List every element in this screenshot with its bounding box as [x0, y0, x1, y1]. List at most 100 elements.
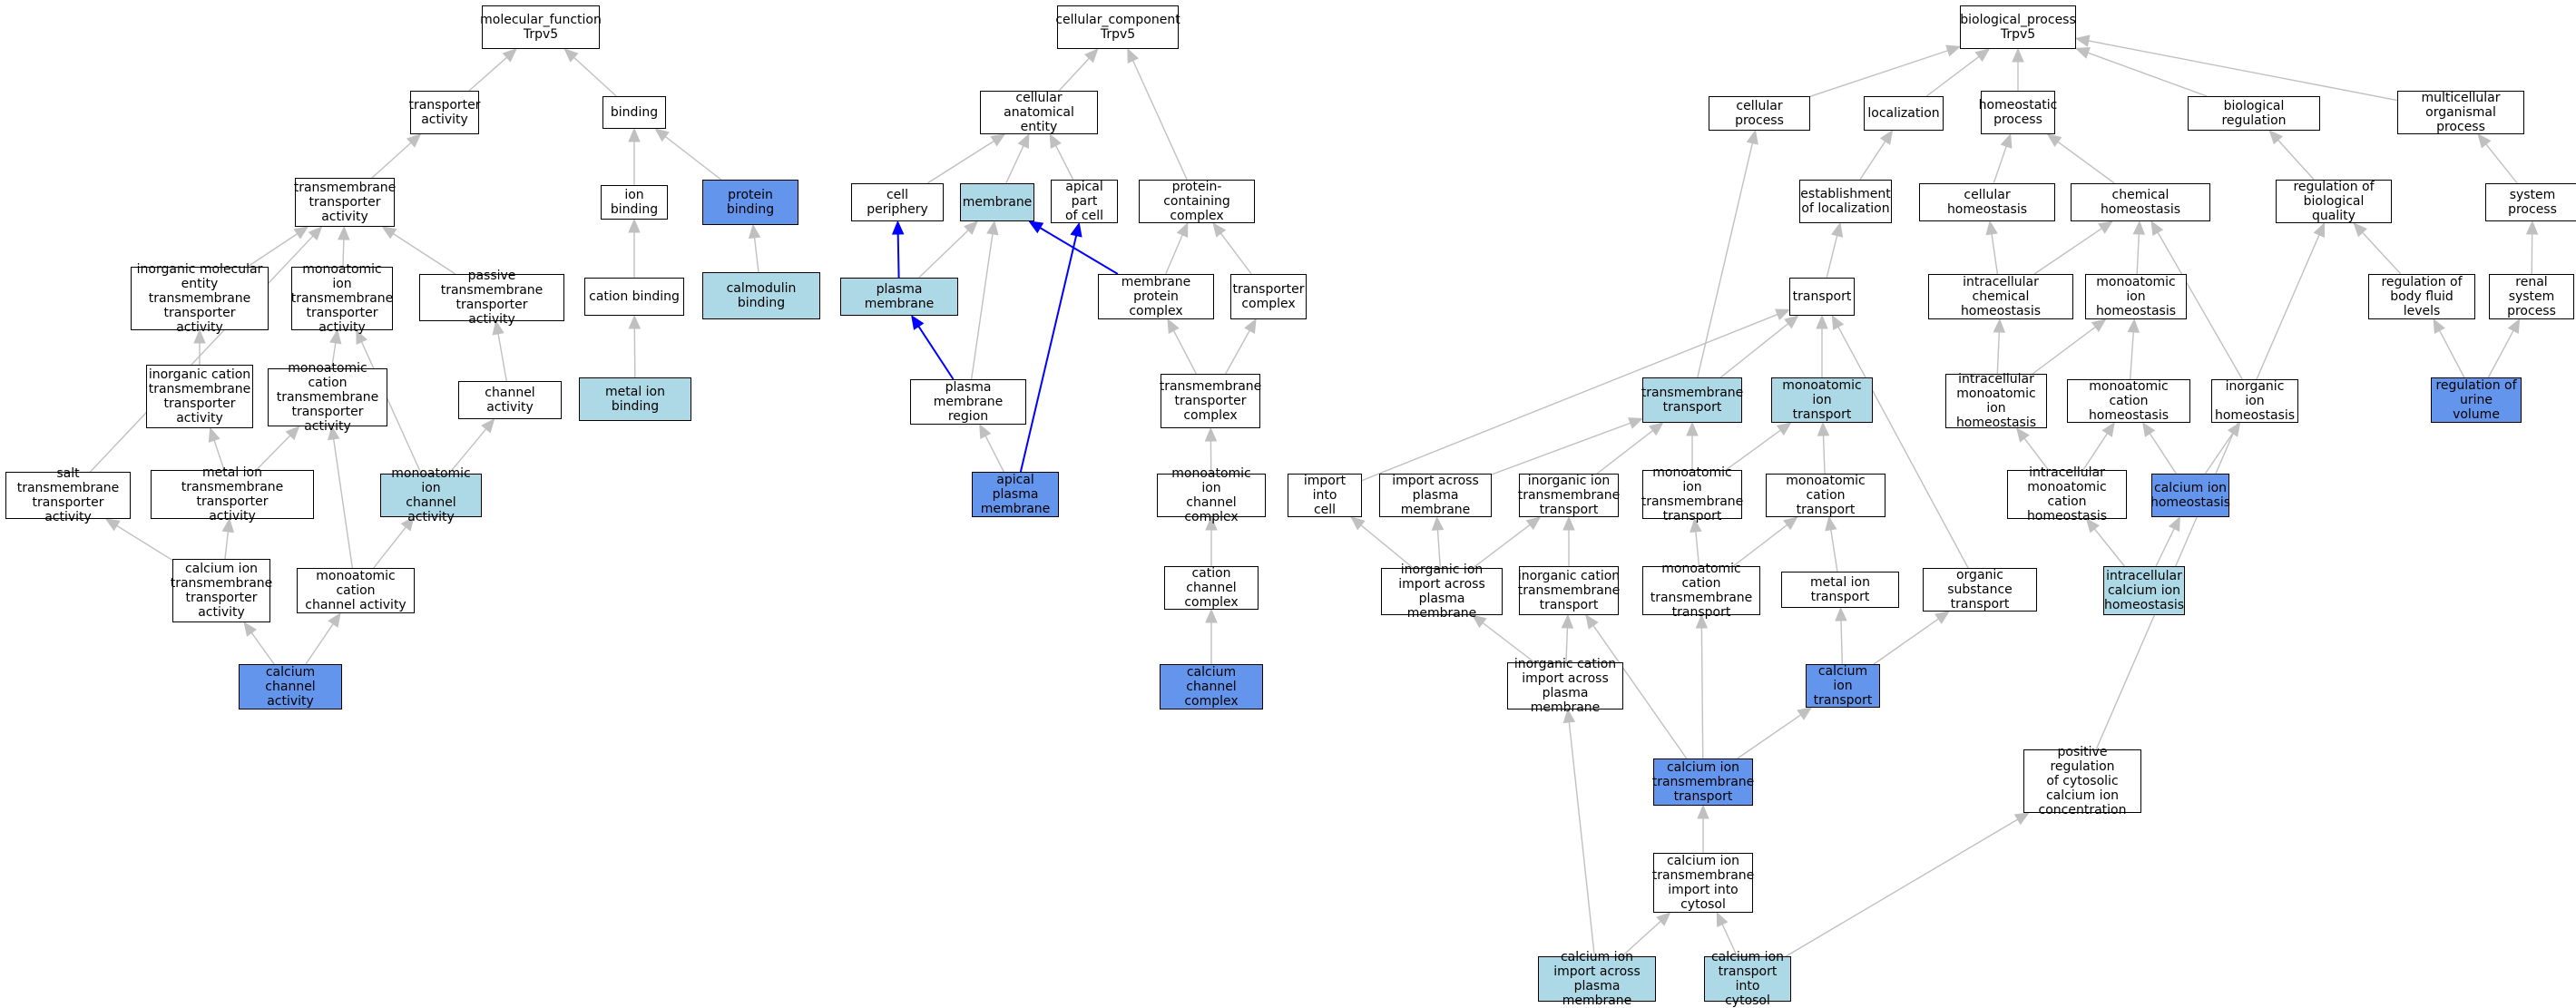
go-term-chemical-homeostasis[interactable]: chemical homeostasis: [2071, 183, 2210, 221]
go-term-biological-regulation[interactable]: biological regulation: [2188, 96, 2320, 131]
go-term-monoatomic-ion-channel-activity[interactable]: monoatomic ion channel activity: [380, 474, 482, 517]
go-term-calmodulin-binding[interactable]: calmodulin binding: [702, 272, 820, 319]
go-term-monoatomic-cation-homeostasis[interactable]: monoatomic cation homeostasis: [2067, 379, 2190, 423]
edge-line: [1726, 430, 1780, 470]
go-term-biological-process[interactable]: biological_process Trpv5: [1960, 5, 2076, 49]
edge-line: [374, 527, 406, 568]
edge-line: [2363, 232, 2401, 274]
go-term-inorganic-molecular-entity[interactable]: inorganic molecular entity transmembrane…: [131, 267, 269, 330]
go-term-binding[interactable]: binding: [602, 96, 666, 129]
go-term-calcium-ion-tm-transporter[interactable]: calcium ion transmembrane transporter ac…: [172, 559, 270, 622]
go-term-monoatomic-cation-tm-transport[interactable]: monoatomic cation transmembrane transpor…: [1642, 566, 1760, 615]
go-term-calcium-channel-activity[interactable]: calcium channel activity: [239, 664, 342, 710]
go-term-inorganic-cation-tm-transporter[interactable]: inorganic cation transmembrane transport…: [146, 365, 253, 428]
edge-line: [1992, 234, 1997, 274]
go-term-plasma-membrane-region[interactable]: plasma membrane region: [910, 379, 1026, 425]
go-term-plasma-membrane[interactable]: plasma membrane: [840, 278, 958, 316]
edge-line: [919, 230, 968, 278]
edge-arrowhead: [629, 316, 640, 328]
go-term-calcium-channel-complex[interactable]: calcium channel complex: [1160, 664, 1263, 710]
go-term-metal-ion-tm-transporter[interactable]: metal ion transmembrane transporter acti…: [151, 470, 314, 519]
go-term-apical-part-of-cell[interactable]: apical part of cell: [1051, 180, 1118, 223]
go-term-protein-binding[interactable]: protein binding: [702, 180, 798, 225]
go-term-cellular-component[interactable]: cellular_component Trpv5: [1057, 5, 1179, 49]
go-term-organic-substance-transport[interactable]: organic substance transport: [1923, 568, 2037, 612]
go-term-calcium-ion-tm-transport[interactable]: calcium ion transmembrane transport: [1653, 758, 1753, 806]
go-term-positive-regulation-cytosolic-calcium[interactable]: positive regulation of cytosolic calcium…: [2023, 749, 2141, 813]
edge-arrowhead: [1433, 517, 1444, 530]
edge-line: [306, 624, 333, 664]
edge-arrowhead: [2092, 319, 2106, 331]
go-term-monoatomic-ion-transport[interactable]: monoatomic ion transport: [1771, 377, 1873, 423]
go-term-import-into-cell[interactable]: import into cell: [1288, 474, 1362, 517]
go-term-monoatomic-ion-homeostasis[interactable]: monoatomic ion homeostasis: [2085, 274, 2187, 319]
go-term-cell-periphery[interactable]: cell periphery: [851, 183, 944, 221]
go-term-inorganic-cation-import-across-pm[interactable]: inorganic cation import across plasma me…: [1507, 662, 1623, 710]
go-term-calcium-ion-tm-import-into-cytosol[interactable]: calcium ion transmembrane import into cy…: [1653, 853, 1753, 913]
go-term-transporter-complex[interactable]: transporter complex: [1230, 274, 1307, 319]
go-term-passive-tm-transporter[interactable]: passive transmembrane transporter activi…: [419, 274, 564, 321]
edge-arrowhead: [2099, 221, 2112, 233]
go-term-monoatomic-cation-transport[interactable]: monoatomic cation transport: [1766, 474, 1885, 517]
edge-arrowhead: [294, 227, 308, 239]
edge-line: [2488, 330, 2513, 377]
go-term-intracellular-calcium-ion-homeostasis[interactable]: intracellular calcium ion homeostasis: [2103, 566, 2185, 615]
edge-arrowhead: [912, 316, 924, 329]
go-term-regulation-of-urine-volume[interactable]: regulation of urine volume: [2431, 377, 2522, 423]
go-term-inorganic-ion-tm-transport[interactable]: inorganic ion transmembrane transport: [1519, 474, 1619, 517]
go-term-inorganic-ion-import-across-pm[interactable]: inorganic ion import across plasma membr…: [1381, 568, 1503, 615]
go-term-cellular-anatomical-entity[interactable]: cellular anatomical entity: [980, 91, 1098, 134]
edge-arrowhead: [1975, 49, 1989, 61]
go-term-regulation-of-biological-quality[interactable]: regulation of biological quality: [2276, 180, 2392, 223]
go-term-cellular-homeostasis[interactable]: cellular homeostasis: [1919, 183, 2055, 221]
go-term-multicellular-organismal-process[interactable]: multicellular organismal process: [2397, 91, 2524, 134]
go-term-regulation-of-body-fluid-levels[interactable]: regulation of body fluid levels: [2368, 274, 2475, 319]
edge-line: [1997, 332, 1999, 374]
go-term-system-process[interactable]: system process: [2485, 183, 2576, 221]
go-term-monoatomic-ion-tm-transport[interactable]: monoatomic ion transmembrane transport: [1642, 470, 1742, 519]
go-term-inorganic-cation-tm-transport[interactable]: inorganic cation transmembrane transport: [1519, 566, 1619, 615]
go-term-ion-binding[interactable]: ion binding: [601, 185, 668, 220]
go-term-metal-ion-binding[interactable]: metal ion binding: [579, 377, 691, 421]
edge-arrowhead: [629, 220, 640, 232]
go-term-calcium-ion-transport[interactable]: calcium ion transport: [1806, 664, 1880, 708]
go-term-cation-binding[interactable]: cation binding: [584, 278, 684, 316]
go-term-metal-ion-transport[interactable]: metal ion transport: [1781, 572, 1899, 608]
go-term-monoatomic-cation-tm-transporter[interactable]: monoatomic cation transmembrane transpor…: [268, 368, 387, 426]
go-term-apical-plasma-membrane[interactable]: apical plasma membrane: [972, 472, 1059, 517]
edge-arrowhead: [1562, 615, 1572, 628]
edge-arrowhead: [2509, 319, 2520, 333]
go-term-calcium-ion-transport-into-cytosol[interactable]: calcium ion transport into cytosol: [1704, 956, 1791, 1002]
go-term-intracellular-monoatomic-ion-homeostasis[interactable]: intracellular monoatomic ion homeostasis: [1945, 374, 2047, 428]
go-term-calcium-ion-import-across-pm[interactable]: calcium ion import across plasma membran…: [1538, 956, 1656, 1002]
go-term-salt-tm-transporter[interactable]: salt transmembrane transporter activity: [5, 472, 131, 519]
go-term-monoatomic-ion-channel-complex[interactable]: monoatomic ion channel complex: [1157, 474, 1266, 517]
go-term-import-across-plasma-membrane[interactable]: import across plasma membrane: [1379, 474, 1492, 517]
edge-arrowhead: [1019, 134, 1029, 148]
go-term-renal-system-process[interactable]: renal system process: [2489, 274, 2574, 319]
go-term-cellular-process[interactable]: cellular process: [1709, 96, 1810, 131]
edge-line: [117, 525, 172, 560]
go-term-inorganic-ion-homeostasis[interactable]: inorganic ion homeostasis: [2211, 379, 2298, 423]
go-term-channel-activity[interactable]: channel activity: [458, 381, 562, 419]
go-term-transporter-activity[interactable]: transporter activity: [410, 91, 479, 134]
edge-arrowhead: [2133, 221, 2144, 234]
go-term-membrane-protein-complex[interactable]: membrane protein complex: [1098, 274, 1214, 319]
go-term-calcium-ion-homeostasis[interactable]: calcium ion homeostasis: [2151, 474, 2229, 517]
go-term-intracellular-monoatomic-cation-homeostasis[interactable]: intracellular monoatomic cation homeosta…: [2007, 470, 2127, 519]
go-term-transport[interactable]: transport: [1789, 278, 1855, 316]
go-term-membrane[interactable]: membrane: [960, 183, 1034, 221]
go-term-establishment-of-localization[interactable]: establishment of localization: [1799, 180, 1892, 223]
go-term-homeostatic-process[interactable]: homeostatic process: [1981, 91, 2055, 134]
go-term-protein-containing-complex[interactable]: protein-containing complex: [1139, 180, 1255, 223]
go-term-intracellular-chemical-homeostasis[interactable]: intracellular chemical homeostasis: [1928, 274, 2073, 319]
go-term-transmembrane-transporter-activity[interactable]: transmembrane transporter activity: [295, 178, 395, 227]
go-term-molecular-function[interactable]: molecular_function Trpv5: [482, 5, 600, 49]
go-term-tm-transporter-complex[interactable]: transmembrane transporter complex: [1161, 374, 1260, 428]
edge-line: [1860, 142, 1885, 180]
go-term-localization[interactable]: localization: [1864, 96, 1944, 131]
go-term-cation-channel-complex[interactable]: cation channel complex: [1164, 566, 1259, 610]
go-term-monoatomic-ion-tm-transporter[interactable]: monoatomic ion transmembrane transporter…: [291, 267, 393, 330]
go-term-transmembrane-transport[interactable]: transmembrane transport: [1642, 377, 1742, 423]
go-term-monoatomic-cation-channel-activity[interactable]: monoatomic cation channel activity: [297, 568, 415, 613]
